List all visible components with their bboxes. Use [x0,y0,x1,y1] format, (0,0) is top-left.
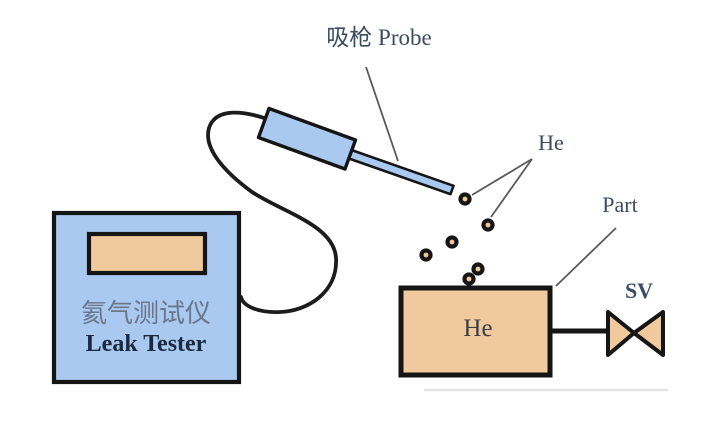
he-dot-4 [419,248,433,262]
probe-handle [256,106,358,171]
he-dot-3 [445,235,459,249]
valve-left-triangle [606,310,636,357]
part-label: Part [602,192,638,217]
he-particles-label: He [538,130,564,155]
tester-label-en: Leak Tester [85,330,207,357]
part-contents-label: He [463,315,493,342]
part-box [398,285,553,378]
tester-label-cn: 氦气测试仪 [80,299,212,328]
tester-text-block: 氦气测试仪 Leak Tester [80,299,212,359]
probe-label: 吸枪 Probe [326,25,432,50]
tester-display-screen [86,231,208,276]
he-pointer-line-2 [490,158,533,218]
probe-cable [206,110,338,314]
probe-pointer-line [365,66,399,162]
he-dot-6 [462,272,476,286]
sv-valve-label: SV [624,278,654,303]
valve-right-triangle [632,310,665,357]
part-pointer-line [555,227,617,287]
he-dot-5 [471,262,485,276]
probe-wand [347,148,455,196]
he-pointer-line-1 [471,158,533,196]
he-dot-1 [458,192,472,206]
he-dot-2 [481,218,495,232]
